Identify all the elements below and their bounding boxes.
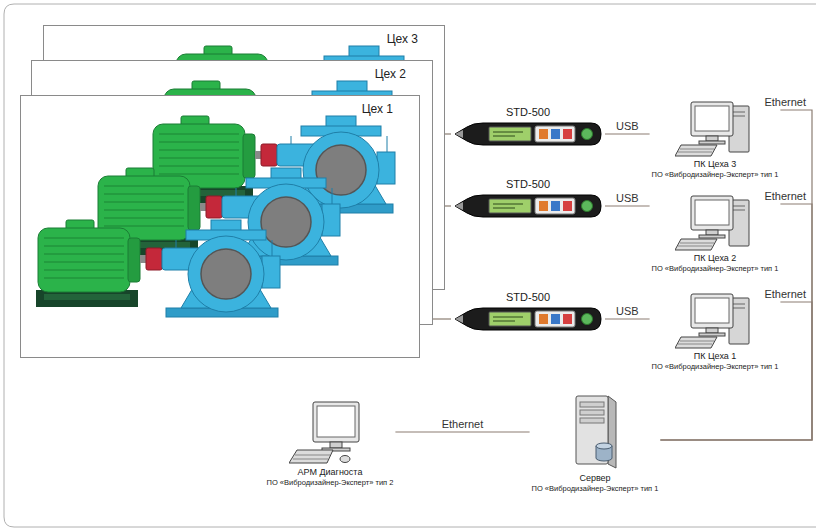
connector-label: Ethernet xyxy=(762,96,808,109)
vibrometer-device: STD-500 xyxy=(451,105,605,149)
frame-outline xyxy=(4,4,816,527)
connector-label: USB xyxy=(614,192,641,205)
connector xyxy=(445,133,451,134)
connector-label: Ethernet xyxy=(762,288,808,301)
pc-icon xyxy=(675,194,755,252)
server: СерверПО «Вибродизайнер-Эксперт» тип 1 xyxy=(530,392,661,494)
connector xyxy=(605,318,650,319)
vibrometer-pen xyxy=(453,304,603,334)
connector xyxy=(605,133,650,134)
connector xyxy=(605,205,650,206)
node-title: STD-500 xyxy=(506,105,550,119)
vibrometer-device: STD-500 xyxy=(451,290,605,334)
node-title: ПК Цеха 1 xyxy=(694,350,737,362)
node-subtitle: ПО «Вибродизайнер-Эксперт» тип 2 xyxy=(267,478,394,488)
node-subtitle: ПО «Вибродизайнер-Эксперт» тип 1 xyxy=(652,264,779,274)
workshop-pc: ПК Цеха 2ПО «Вибродизайнер-Эксперт» тип … xyxy=(650,194,781,274)
node-title: Цех 1 xyxy=(21,96,419,116)
node-title: АРМ Диагноста xyxy=(298,466,363,478)
connector xyxy=(660,110,812,440)
node-title: Сервер xyxy=(579,472,610,484)
pc-icon xyxy=(675,100,755,158)
node-title: Цех 2 xyxy=(32,61,432,81)
node-title: STD-500 xyxy=(506,177,550,191)
node-title: STD-500 xyxy=(506,290,550,304)
connector-label: Ethernet xyxy=(762,190,808,203)
vibrometer-pen xyxy=(453,191,603,221)
connector-label: Ethernet xyxy=(440,418,486,431)
node-title: Цех 3 xyxy=(44,26,444,46)
connector-label: USB xyxy=(614,120,641,133)
pc-icon xyxy=(675,292,755,350)
vibrometer-pen xyxy=(453,119,603,149)
pump-units xyxy=(21,96,421,359)
connector-label: USB xyxy=(614,305,641,318)
node-subtitle: ПО «Вибродизайнер-Эксперт» тип 1 xyxy=(652,362,779,372)
workstation-icon xyxy=(289,400,371,466)
node-title: ПК Цеха 2 xyxy=(694,252,737,264)
server-icon xyxy=(568,392,622,472)
workshop-pc: ПК Цеха 3ПО «Вибродизайнер-Эксперт» тип … xyxy=(650,100,781,180)
connector xyxy=(395,431,529,432)
workshop-panel: Цех 1 xyxy=(20,95,420,358)
node-title: ПК Цеха 3 xyxy=(694,158,737,170)
node-subtitle: ПО «Вибродизайнер-Эксперт» тип 1 xyxy=(652,170,779,180)
vibrometer-device: STD-500 xyxy=(451,177,605,221)
workshop-pc: ПК Цеха 1ПО «Вибродизайнер-Эксперт» тип … xyxy=(650,292,781,372)
node-subtitle: ПО «Вибродизайнер-Эксперт» тип 1 xyxy=(532,484,659,494)
diagnostician-workstation: АРМ ДиагностаПО «Вибродизайнер-Эксперт» … xyxy=(265,400,396,488)
